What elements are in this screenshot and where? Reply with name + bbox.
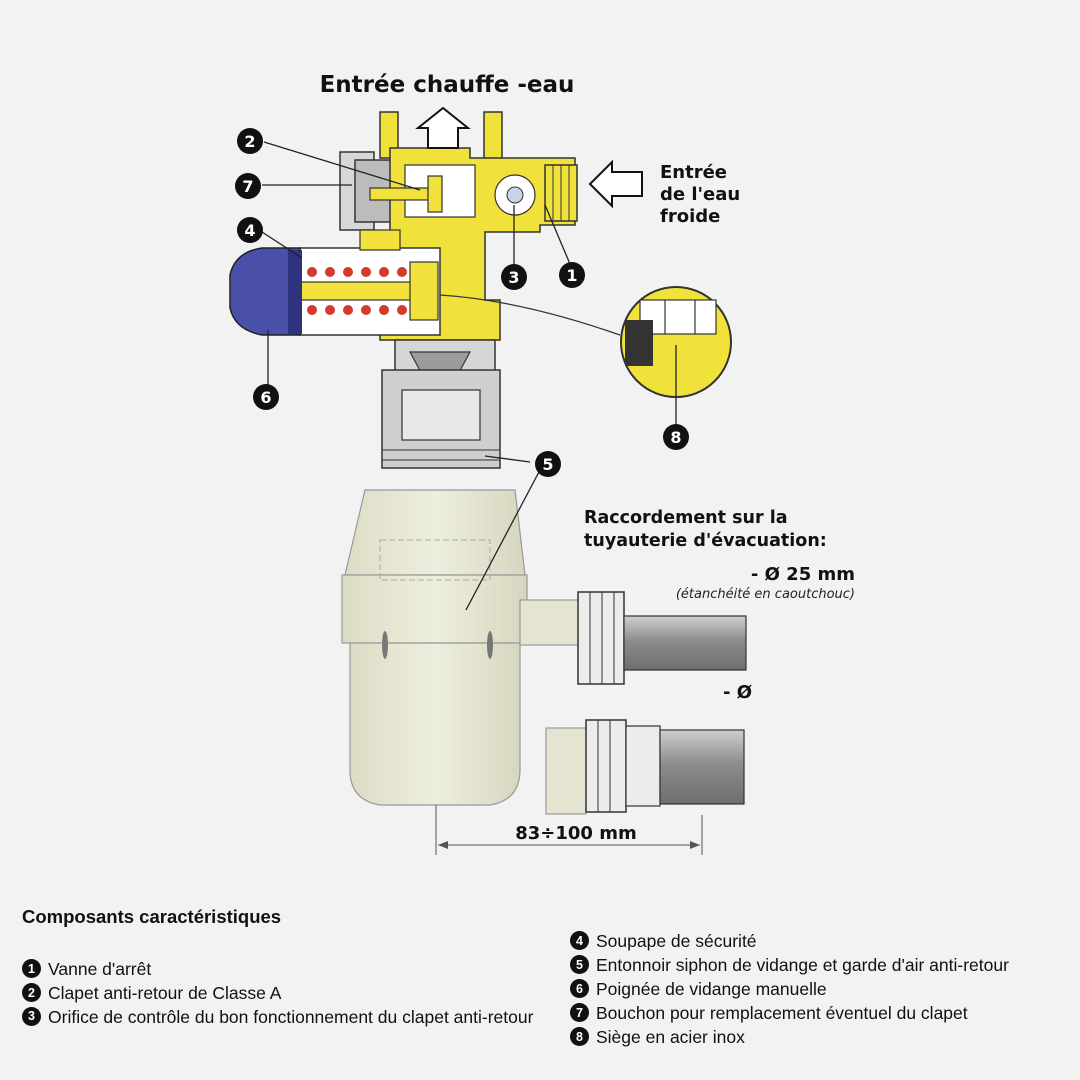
callout-2: 2 bbox=[237, 128, 263, 154]
legend-item-text: Vanne d'arrêt bbox=[48, 959, 152, 979]
connection-title-line2: tuyauterie d'évacuation: bbox=[584, 531, 827, 551]
callout-5: 5 bbox=[535, 451, 561, 477]
legend-item-text: Entonnoir siphon de vidange et garde d'a… bbox=[596, 955, 1009, 975]
legend-item-text: Soupape de sécurité bbox=[596, 931, 757, 951]
detail-magnifier bbox=[620, 286, 732, 398]
legend-item-text: Siège en acier inox bbox=[596, 1027, 745, 1047]
diameter-other-label: - Ø bbox=[723, 682, 752, 703]
callout-3: 3 bbox=[501, 264, 527, 290]
number-badge-icon: 4 bbox=[570, 931, 589, 950]
legend-item-1: 1 Vanne d'arrêt bbox=[22, 957, 542, 981]
svg-text:2: 2 bbox=[244, 132, 255, 151]
pipe-25mm bbox=[577, 591, 747, 685]
callout-6: 6 bbox=[253, 384, 279, 410]
svg-text:6: 6 bbox=[260, 388, 271, 407]
legend-item-text: Clapet anti-retour de Classe A bbox=[48, 983, 282, 1003]
spring bbox=[307, 267, 407, 315]
callout-1: 1 bbox=[559, 262, 585, 288]
number-badge-icon: 2 bbox=[22, 983, 41, 1002]
valve-assembly bbox=[229, 111, 621, 469]
dimension-line bbox=[435, 805, 703, 855]
number-badge-icon: 1 bbox=[22, 959, 41, 978]
number-badge-icon: 7 bbox=[570, 1003, 589, 1022]
seal-note: (étanchéité en caoutchouc) bbox=[676, 587, 855, 602]
legend-item-3: 3 Orifice de contrôle du bon fonctionnem… bbox=[22, 1005, 542, 1030]
cold-inlet-label-line1: Entrée bbox=[660, 162, 727, 183]
legend-item-4: 4 Soupape de sécurité bbox=[570, 929, 1075, 953]
svg-text:4: 4 bbox=[244, 221, 255, 240]
cold-inlet-label-line2: de l'eau bbox=[660, 184, 740, 205]
svg-text:8: 8 bbox=[670, 428, 681, 447]
legend-item-8: 8 Siège en acier inox bbox=[570, 1025, 1075, 1049]
inlet-arrow-icon bbox=[588, 159, 643, 209]
legend-item-text: Orifice de contrôle du bon fonctionnemen… bbox=[48, 1007, 534, 1027]
dimension-label: 83÷100 mm bbox=[515, 823, 636, 844]
number-badge-icon: 8 bbox=[570, 1027, 589, 1046]
leader-lines bbox=[261, 141, 677, 611]
legend-right-column: 4 Soupape de sécurité 5 Entonnoir siphon… bbox=[570, 929, 1075, 1049]
legend-title: Composants caractéristiques bbox=[22, 906, 282, 927]
legend-item-6: 6 Poignée de vidange manuelle bbox=[570, 977, 1075, 1001]
number-badge-icon: 6 bbox=[570, 979, 589, 998]
legend-item-text: Poignée de vidange manuelle bbox=[596, 979, 827, 999]
callout-4: 4 bbox=[237, 217, 263, 243]
valve-diagram: 2 7 4 6 3 1 8 5 Entrée chauffe -eau Entr… bbox=[229, 72, 855, 855]
cold-inlet-label-line3: froide bbox=[660, 206, 720, 227]
callout-7: 7 bbox=[235, 173, 261, 199]
svg-text:7: 7 bbox=[242, 177, 253, 196]
diameter-25-label: - Ø 25 mm bbox=[751, 564, 855, 585]
number-badge-icon: 5 bbox=[570, 955, 589, 974]
svg-text:5: 5 bbox=[542, 455, 553, 474]
number-badge-icon: 3 bbox=[22, 1007, 41, 1026]
legend-item-text: Bouchon pour remplacement éventuel du cl… bbox=[596, 1003, 968, 1023]
svg-text:1: 1 bbox=[566, 266, 577, 285]
outlet-arrow-icon bbox=[415, 106, 471, 149]
pipe-other bbox=[545, 719, 745, 815]
legend-item-2: 2 Clapet anti-retour de Classe A bbox=[22, 981, 542, 1005]
siphon-funnel bbox=[341, 489, 589, 806]
legend-item-7: 7 Bouchon pour remplacement éventuel du … bbox=[570, 1001, 1075, 1025]
svg-text:3: 3 bbox=[508, 268, 519, 287]
callout-8: 8 bbox=[663, 424, 689, 450]
heater-inlet-label: Entrée chauffe -eau bbox=[320, 72, 575, 98]
legend-left-column: 1 Vanne d'arrêt 2 Clapet anti-retour de … bbox=[22, 957, 542, 1030]
connection-title-line1: Raccordement sur la bbox=[584, 508, 788, 528]
legend-item-5: 5 Entonnoir siphon de vidange et garde d… bbox=[570, 953, 1075, 977]
